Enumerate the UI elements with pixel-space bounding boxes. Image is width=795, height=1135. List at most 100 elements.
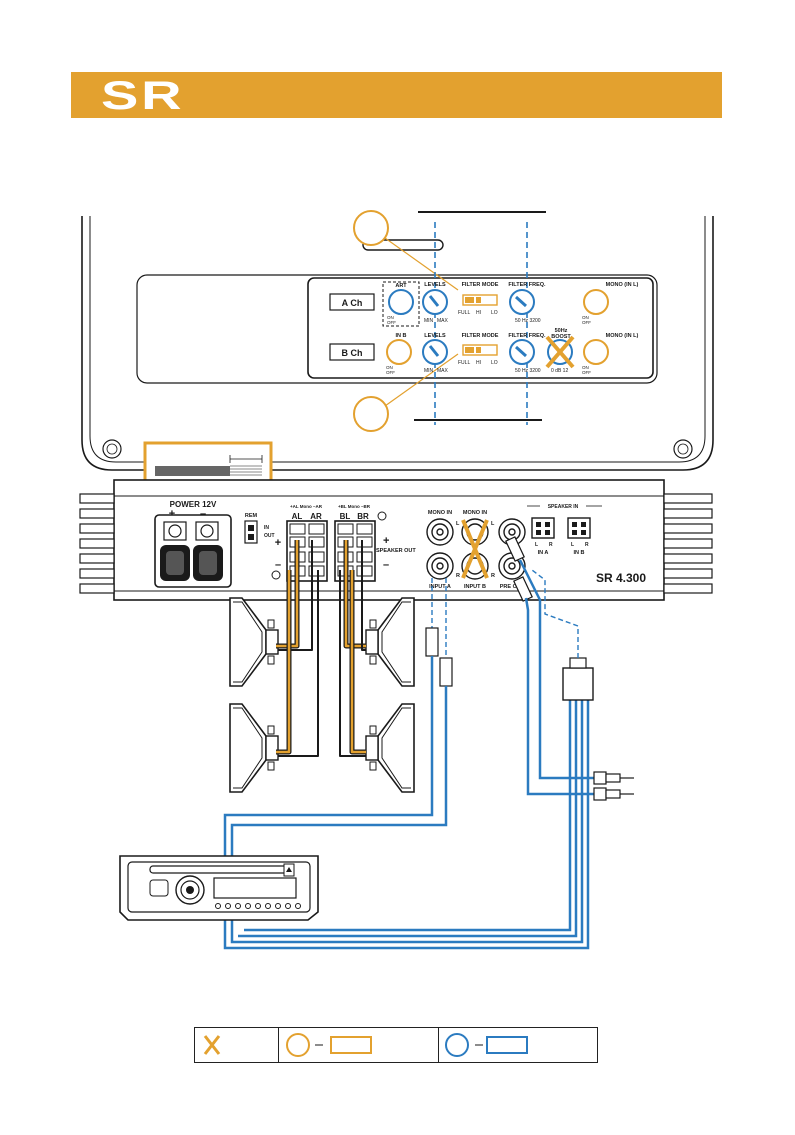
rem-label: REM (245, 513, 258, 519)
r-label: R (549, 542, 553, 548)
ar-label: AR (310, 512, 322, 521)
eject-icon (286, 867, 292, 872)
bl-label: BL (340, 512, 351, 521)
r-label: R (585, 542, 589, 548)
min-label: MIN (424, 368, 434, 374)
r-label: R (491, 573, 495, 579)
legend-orange-setting (279, 1028, 439, 1062)
callout-circle-a (353, 210, 389, 246)
freq-range-a: 50 Hz 3200 (515, 318, 541, 324)
levels-label-a: LEVELS (424, 282, 446, 288)
speaker-rear-right (365, 703, 415, 793)
art-label: ART (395, 283, 407, 289)
ground-icon (271, 570, 281, 580)
l-label: L (571, 542, 574, 548)
off-label: OFF (582, 370, 591, 375)
mono-switch-a (583, 289, 609, 315)
mono-label-a: MONO (IN L) (606, 282, 639, 288)
filter-mode-label-b: FILTER MODE (462, 333, 499, 339)
in-b-terminal-label: IN B (574, 550, 585, 556)
power-plus: + (169, 508, 175, 520)
rca-plug-icon (593, 787, 607, 801)
max-label: MAX (437, 318, 449, 324)
spk-minus-right: – (383, 559, 389, 571)
mount-screw-icon (673, 439, 693, 459)
r-label: R (456, 573, 460, 579)
rca-plug-icon (505, 536, 525, 562)
input-a-label: INPUT A (429, 584, 451, 590)
legend-blue-setting (439, 1028, 597, 1062)
rca-plug-icon (593, 771, 607, 785)
on-label: ON (582, 365, 589, 370)
freq-range-b: 50 Hz 3200 (515, 368, 541, 374)
levels-label-b: LEVELS (424, 333, 446, 339)
power-label: POWER 12V (170, 500, 217, 509)
boost-top-label: 50Hz (555, 328, 568, 334)
filter-freq-label-a: FILTER FREQ. (508, 282, 546, 288)
spk-minus: – (275, 559, 281, 571)
page-title: SR (101, 74, 185, 118)
mono-in-label-2: MONO IN (463, 510, 487, 516)
spk-plus-right: + (383, 535, 389, 547)
off-label: OFF (387, 320, 396, 325)
full-label: FULL (458, 360, 470, 366)
boost-range: 0 dB 12 (551, 368, 568, 374)
disabled-x-icon (545, 335, 575, 369)
br-label: BR (357, 512, 369, 521)
legend-disabled (195, 1028, 279, 1062)
speaker-wires (276, 540, 366, 757)
filter-mode-label-a: FILTER MODE (462, 282, 499, 288)
full-label: FULL (458, 310, 470, 316)
amp-terminal-panel: POWER 12V + – REM IN OUT +AL Mono –AR +B… (79, 479, 713, 601)
harness-plug-icon (562, 667, 594, 701)
speaker-front-right (365, 597, 415, 687)
power-minus: – (200, 508, 206, 520)
mono-label-b: MONO (IN L) (606, 333, 639, 339)
hi-label: HI (476, 310, 481, 316)
max-label: MAX (437, 368, 449, 374)
mount-screw-icon (102, 439, 122, 459)
rca-plug-icon (439, 657, 453, 687)
callout-circle-b (353, 396, 389, 432)
blue-circle-icon (445, 1033, 469, 1057)
hi-label: HI (476, 360, 481, 366)
in-b-label: IN B (396, 333, 407, 339)
l-label: L (535, 542, 538, 548)
on-label: ON (386, 365, 393, 370)
l-label: L (456, 521, 460, 527)
mono-switch-b (583, 339, 609, 365)
al-label: AL (292, 512, 303, 521)
lo-label: LO (491, 360, 498, 366)
spk-plus: + (275, 537, 281, 549)
off-label: OFF (582, 320, 591, 325)
filter-freq-label-b: FILTER FREQ. (508, 333, 546, 339)
legend (194, 1027, 598, 1063)
speaker-in-a-connector (531, 517, 555, 539)
rca-plug-icon (513, 576, 533, 602)
mono-in-label-1: MONO IN (428, 510, 452, 516)
on-label: ON (387, 315, 394, 320)
a-ch-label: A Ch (342, 298, 363, 308)
min-label: MIN (424, 318, 434, 324)
disabled-x-icon (461, 519, 489, 579)
a-mono-label: +AL Mono –AR (290, 504, 323, 509)
boost-label: BOOST (551, 334, 571, 340)
orange-rect-icon (330, 1036, 372, 1054)
blue-rect-icon (486, 1036, 528, 1054)
lo-label: LO (491, 310, 498, 316)
disabled-x-icon (203, 1035, 221, 1055)
on-label: ON (582, 315, 589, 320)
off-label: OFF (386, 370, 395, 375)
model-label: SR 4.300 (596, 571, 646, 585)
input-b-label: INPUT B (464, 584, 486, 590)
speaker-in-label: SPEAKER IN (548, 504, 579, 510)
speaker-front-left (229, 597, 279, 687)
speaker-out-label: SPEAKER OUT (376, 548, 416, 554)
l-label: L (491, 521, 495, 527)
amp-top-view: A Ch ART ON OFF LEVELS MIN MAX FILTER MO… (81, 210, 714, 471)
display-screen (213, 877, 297, 899)
b-ch-label: B Ch (342, 348, 363, 358)
speaker-rear-left (229, 703, 279, 793)
head-unit-stereo (119, 855, 319, 921)
